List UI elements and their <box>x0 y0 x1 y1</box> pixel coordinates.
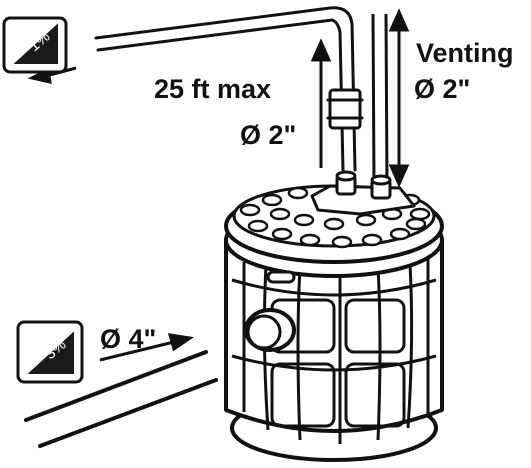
discharge-slope-badge: 1% <box>2 16 68 74</box>
inlet-slope-badge: 3% <box>16 320 84 384</box>
venting-diameter-label: Ø 2" <box>414 74 470 104</box>
discharge-length-label: 25 ft max <box>154 74 271 104</box>
inlet-diameter-label: Ø 4" <box>100 324 156 354</box>
venting-label: Venting <box>416 38 514 68</box>
sewage-tank <box>224 170 444 462</box>
discharge-pipe <box>94 6 364 172</box>
discharge-diameter-label: Ø 2" <box>240 120 296 150</box>
inlet-pipe <box>24 350 218 448</box>
vent-pipe <box>371 13 389 184</box>
